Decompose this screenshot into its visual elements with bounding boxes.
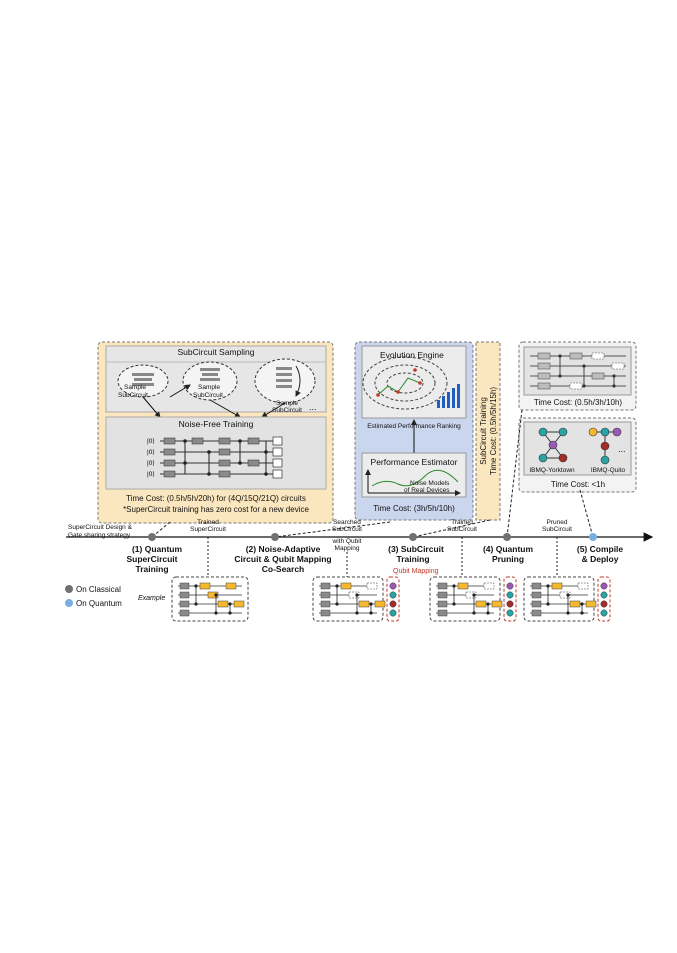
sample-label-d: SubCircuit xyxy=(193,392,223,399)
output1-line1: Trained xyxy=(197,519,219,526)
output2-line2: SubCircuit xyxy=(332,526,362,533)
panel3-line2: Time Cost: (0.5h/5h/15h) xyxy=(489,387,498,476)
panel4-time-cost: Time Cost: (0.5h/3h/10h) xyxy=(534,398,623,407)
subcircuit-sampling-title: SubCircuit Sampling xyxy=(177,347,254,357)
panel5-ellipsis: ... xyxy=(618,444,626,454)
qubit-mapping-box-3 xyxy=(597,576,611,622)
device-yorktown: IBMQ-Yorktown xyxy=(529,467,575,474)
example-label: Example xyxy=(138,595,165,602)
legend-quantum-dot xyxy=(65,599,73,607)
output2-line1: Searched xyxy=(333,519,361,526)
step3-line1: (3) SubCircuit xyxy=(388,544,444,554)
output2-line4: Mapping xyxy=(335,545,360,552)
step4-line2: Pruning xyxy=(492,554,524,564)
noise-models-line1: Noise Models xyxy=(410,480,450,487)
sample-label-b: SubCircuit xyxy=(118,392,148,399)
step2-line2: Circuit & Qubit Mapping xyxy=(234,554,331,564)
output1-line2: SuperCircuit xyxy=(190,526,226,533)
device-quito: IBMQ-Quito xyxy=(591,467,626,474)
evolution-engine-title: Evolution Engine xyxy=(380,350,444,360)
example-searched-subcircuit-box xyxy=(312,576,386,622)
ket-zero-4: |0⟩ xyxy=(147,470,155,478)
legend-classical-dot xyxy=(65,585,73,593)
sample-ellipse-2: Sample SubCircuit xyxy=(182,361,238,401)
panel3-line1: SubCircuit Training xyxy=(479,397,488,465)
panel1-note: *SuperCircuit training has zero cost for… xyxy=(123,505,309,514)
noise-free-training-title: Noise-Free Training xyxy=(179,419,254,429)
output3-line1: Trained xyxy=(451,519,473,526)
noise-models-line2: of Real Devices xyxy=(404,487,450,494)
node-step-4 xyxy=(503,533,511,541)
panel5-time-cost: Time Cost: <1h xyxy=(551,480,605,489)
sampling-ellipsis: ... xyxy=(309,402,317,412)
step1-line1: (1) Quantum xyxy=(132,544,182,554)
subcircuit-training-panel: SubCircuit Training Time Cost: (0.5h/5h/… xyxy=(475,341,501,521)
output2-line3: with Qubit xyxy=(332,538,362,545)
pipeline-timeline: SuperCircuit Design & Gate sharing strat… xyxy=(66,519,654,577)
quantum-pruning-panel: Time Cost: (0.5h/3h/10h) xyxy=(518,341,637,411)
step5-line2: & Deploy xyxy=(582,554,619,564)
sample-label-c: Sample xyxy=(198,384,220,391)
step3-line2: Training xyxy=(396,554,429,564)
step1-line3: Training xyxy=(135,564,168,574)
sample-label-f: SubCircuit xyxy=(272,407,302,414)
sample-label-e: Sample xyxy=(276,400,298,407)
performance-estimator-title: Performance Estimator xyxy=(371,457,458,467)
node-step-1 xyxy=(148,533,156,541)
node-step-3 xyxy=(409,533,417,541)
step1-line2: SuperCircuit xyxy=(126,554,177,564)
panel1-time-cost: Time Cost: (0.5h/5h/20h) for (4Q/15Q/21Q… xyxy=(126,494,306,503)
start-line2: Gate sharing strategy xyxy=(68,532,131,539)
output4-line2: SubCircuit xyxy=(542,526,572,533)
co-search-panel: Evolution Engine Estimated Performance R… xyxy=(354,341,474,521)
step2-line3: Co-Search xyxy=(262,564,305,574)
ket-zero-1: |0⟩ xyxy=(147,437,155,445)
node-step-5 xyxy=(589,533,597,541)
node-step-2 xyxy=(271,533,279,541)
qubit-mapping-box-1 xyxy=(386,576,400,622)
ket-zero-2: |0⟩ xyxy=(147,448,155,456)
qubit-mapping-label: Qubit Mapping xyxy=(393,568,439,575)
compile-deploy-panel: ... IBMQ-Yorktown IBMQ-Quito Time Cost: … xyxy=(518,417,637,493)
qubit-mapping-box-2 xyxy=(503,576,517,622)
legend: On Classical On Quantum xyxy=(65,585,122,608)
legend-quantum-label: On Quantum xyxy=(76,599,122,608)
example-supercircuit-box xyxy=(171,576,249,622)
step4-line1: (4) Quantum xyxy=(483,544,533,554)
example-pruned-subcircuit-box xyxy=(523,576,597,622)
evolution-contour xyxy=(362,356,448,410)
step2-line1: (2) Noise-Adaptive xyxy=(246,544,321,554)
output3-line2: SubCircuit xyxy=(447,526,477,533)
start-line1: SuperCircuit Design & xyxy=(68,524,133,531)
ranking-bars xyxy=(437,384,460,408)
supercircuit-training-panel: SubCircuit Sampling Sample SubCircuit Sa… xyxy=(97,341,334,524)
sample-label-a: Sample xyxy=(124,384,146,391)
output4-line1: Pruned xyxy=(547,519,568,526)
example-circuits xyxy=(171,576,611,622)
supercircuit-diagram: |0⟩ |0⟩ |0⟩ |0⟩ xyxy=(147,436,283,479)
panel2-time-cost: Time Cost: (3h/5h/10h) xyxy=(373,504,455,513)
ket-zero-3: |0⟩ xyxy=(147,459,155,467)
step5-line1: (5) Compile xyxy=(577,544,624,554)
panel-connectors xyxy=(151,409,594,538)
example-trained-subcircuit-box xyxy=(429,576,503,622)
legend-classical-label: On Classical xyxy=(76,585,121,594)
